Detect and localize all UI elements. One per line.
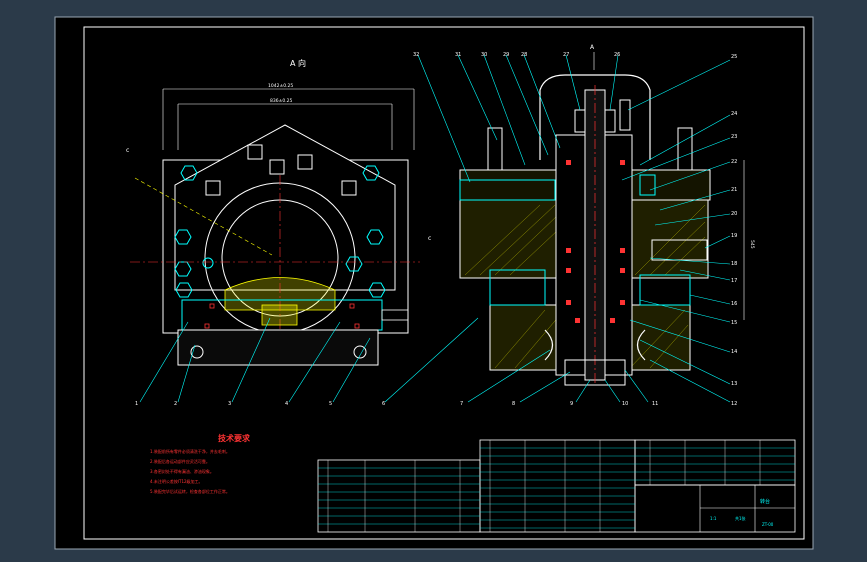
callout-32: 32: [413, 52, 419, 58]
callout-12: 12: [731, 401, 737, 407]
inner-border: [83, 26, 805, 540]
outer-bolts: [174, 165, 386, 298]
index-plate: [174, 124, 396, 291]
hatching: [464, 204, 706, 369]
tech-note-5: 5.装配完毕后试运转，检查各部位工作正常。: [150, 488, 230, 494]
callout-2: 2: [174, 401, 177, 407]
cylinder-base: [177, 329, 379, 366]
callout-labels: 32 31 30 29 28 27 26 25 24 23 22 21 20 1…: [135, 52, 737, 407]
callout-20: 20: [731, 211, 737, 217]
callout-22: 22: [731, 159, 737, 165]
callout-19: 19: [731, 233, 737, 239]
section-view: A: [417, 44, 755, 403]
bolt-holes: [205, 144, 357, 196]
callout-10: 10: [622, 401, 628, 407]
callout-11: 11: [652, 401, 658, 407]
drawing-scale: 1:1: [710, 516, 717, 521]
parts-list: 转台 1:1 共1张 ZT-00: [317, 439, 796, 533]
callout-6: 6: [382, 401, 385, 407]
callout-28: 28: [521, 52, 527, 58]
callout-3: 3: [228, 401, 231, 407]
section-seals: [566, 160, 625, 323]
section-marker: A: [590, 44, 595, 51]
top-cover: [539, 74, 651, 160]
callout-25: 25: [731, 54, 737, 60]
dimension-right: 545: [749, 240, 755, 249]
callout-23: 23: [731, 134, 737, 140]
callout-18: 18: [731, 261, 737, 267]
callout-31: 31: [455, 52, 461, 58]
right-lower-block: [639, 274, 691, 306]
technical-requirements: 技术要求 1.装配前所有零件必须清洗干净，并去毛刺。 2.装配后各运动部件应灵活…: [150, 433, 251, 494]
callout-21: 21: [731, 187, 737, 193]
tech-title: 技术要求: [218, 433, 251, 443]
callout-26: 26: [614, 52, 620, 58]
drawing-sheet-count: 共1张: [735, 515, 746, 521]
section-left: c: [126, 147, 129, 154]
callout-14: 14: [731, 349, 737, 355]
callout-13: 13: [731, 381, 737, 387]
piston: [261, 304, 298, 326]
callout-1: 1: [135, 401, 138, 407]
left-view: A 向 1042±0.25 836±0.25: [126, 58, 479, 403]
right-housing: [629, 199, 709, 279]
left-housing: [459, 199, 561, 279]
tech-note-1: 1.装配前所有零件必须清洗干净，并去毛刺。: [150, 448, 230, 454]
left-lower-block: [489, 269, 546, 306]
callout-30: 30: [481, 52, 487, 58]
callout-16: 16: [731, 301, 737, 307]
callout-17: 17: [731, 278, 737, 284]
dimension-top: 1042±0.25: [268, 83, 293, 89]
callout-5: 5: [329, 401, 332, 407]
section-line: [134, 177, 273, 256]
section-right: c: [428, 235, 431, 242]
section-leaders: [417, 54, 731, 403]
tech-note-2: 2.装配后各运动部件应灵活可靠。: [150, 458, 210, 464]
tech-note-4: 4.未注明公差按IT12级加工。: [150, 478, 203, 484]
callout-8: 8: [512, 401, 515, 407]
view-title: A 向: [290, 58, 306, 68]
callout-15: 15: [731, 320, 737, 326]
drawing-number: ZT-00: [762, 522, 774, 527]
bearing-curves: [544, 329, 646, 361]
cylinder-port: [459, 179, 556, 201]
title-block: [634, 484, 796, 533]
callout-29: 29: [503, 52, 509, 58]
callout-24: 24: [731, 111, 737, 117]
dimension-second: 836±0.25: [270, 98, 293, 104]
callout-9: 9: [570, 401, 573, 407]
callout-4: 4: [285, 401, 288, 407]
bottom-nut: [564, 359, 626, 386]
tech-note-3: 3.各密封处不得有漏油、渗油现象。: [150, 468, 214, 474]
hatched-boss: [224, 277, 336, 311]
seals-left: [204, 303, 360, 329]
piston-rod: [381, 309, 409, 321]
callout-27: 27: [563, 52, 569, 58]
callout-7: 7: [460, 401, 463, 407]
drawing-name: 转台: [760, 498, 770, 505]
left-leaders: [139, 317, 479, 403]
